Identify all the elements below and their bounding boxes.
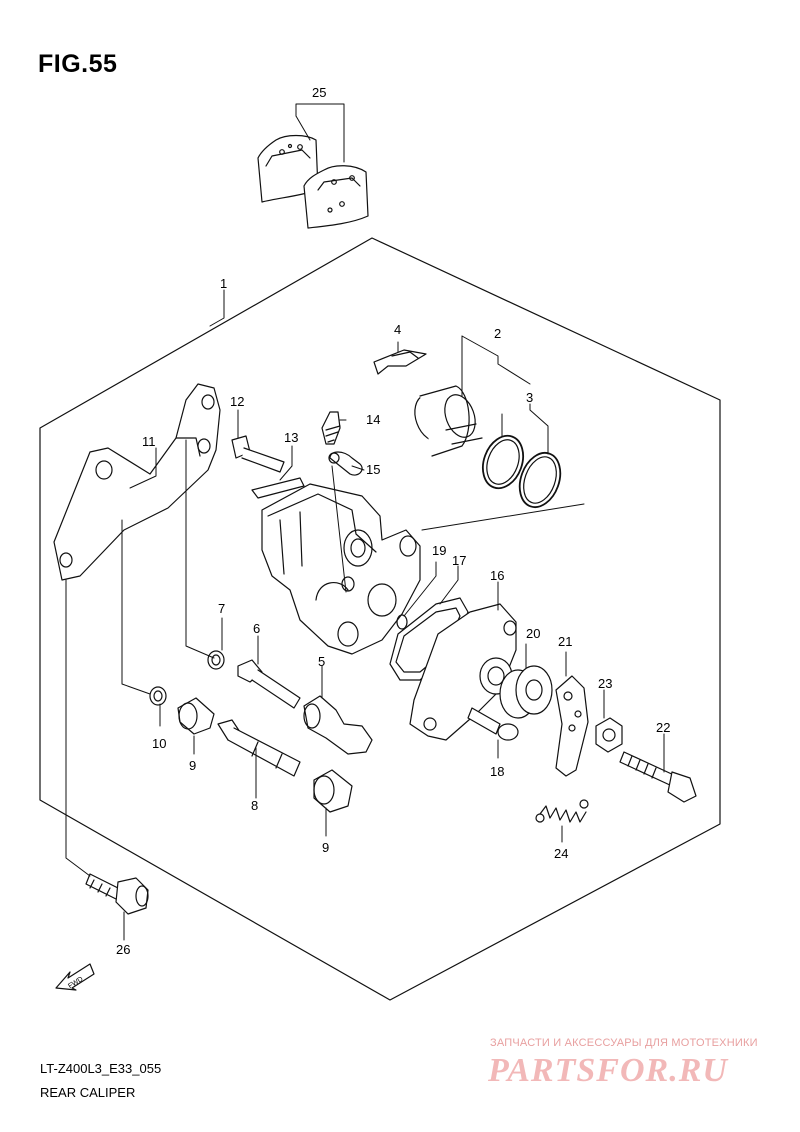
callout-9-lower: 9: [322, 840, 329, 855]
callout-12: 12: [230, 394, 244, 409]
callout-24: 24: [554, 846, 568, 861]
callout-17: 17: [452, 553, 466, 568]
callout-8: 8: [251, 798, 258, 813]
figure-title: FIG.55: [38, 50, 118, 78]
callout-26: 26: [116, 942, 130, 957]
callout-10: 10: [152, 736, 166, 751]
brake-cam: [499, 665, 553, 719]
bleeder-valve: [321, 411, 341, 445]
callout-19: 19: [432, 543, 446, 558]
flat-washer: [149, 686, 167, 706]
fwd-arrow-icon: FWD: [55, 963, 95, 991]
cam-screw: [467, 707, 519, 741]
lever-nut: [595, 717, 623, 753]
mounting-bolt: [231, 435, 285, 473]
callout-1: 1: [220, 276, 227, 291]
callout-15: 15: [366, 462, 380, 477]
callout-25: 25: [312, 85, 326, 100]
callout-21: 21: [558, 634, 572, 649]
callout-16: 16: [490, 568, 504, 583]
callout-18: 18: [490, 764, 504, 779]
slide-pin-long: [217, 719, 301, 777]
watermark-tagline: ЗАПЧАСТИ И АКСЕССУАРЫ ДЛЯ МОТОТЕХНИКИ: [490, 1037, 758, 1049]
callout-14: 14: [366, 412, 380, 427]
callout-11: 11: [142, 434, 156, 449]
callout-labels: 25 1 4 2 3 12 14 11 13 15 19 17 16 7 6 2…: [116, 85, 670, 957]
callout-23: 23: [598, 676, 612, 691]
brake-pad-set: [257, 134, 369, 229]
callout-20: 20: [526, 626, 540, 641]
callout-6: 6: [253, 621, 260, 636]
callout-22: 22: [656, 720, 670, 735]
washer: [207, 650, 225, 670]
bushing-lower: [313, 769, 353, 813]
caliper-piston: [414, 385, 483, 457]
assembly-outline: [39, 237, 721, 1001]
model-code: LT-Z400L3_E33_055: [40, 1061, 162, 1076]
leader-lines: [65, 103, 665, 941]
watermark-logo: PARTSFOR.RU: [488, 1052, 728, 1089]
return-spring: [535, 799, 589, 823]
o-ring: [396, 614, 408, 630]
parking-brake-case: [409, 603, 517, 741]
brake-lever: [555, 675, 589, 777]
diagram-caption: REAR CALIPER: [40, 1085, 136, 1100]
slide-pin-short: [237, 659, 301, 709]
callout-2: 2: [494, 326, 501, 341]
callout-13: 13: [284, 430, 298, 445]
caliper-body: [261, 483, 421, 655]
retainer-plate: [251, 477, 305, 499]
pad-spring: [373, 349, 427, 375]
callout-7: 7: [218, 601, 225, 616]
callout-5: 5: [318, 654, 325, 669]
flange-bolt: [85, 873, 149, 915]
adjuster-bolt: [619, 751, 697, 803]
callout-4: 4: [394, 322, 401, 337]
pin-boot: [303, 695, 373, 755]
callout-3: 3: [526, 390, 533, 405]
piston-seals: [481, 434, 562, 509]
caliper-bracket: [53, 383, 221, 581]
bushing-upper: [177, 697, 215, 735]
callout-9-upper: 9: [189, 758, 196, 773]
